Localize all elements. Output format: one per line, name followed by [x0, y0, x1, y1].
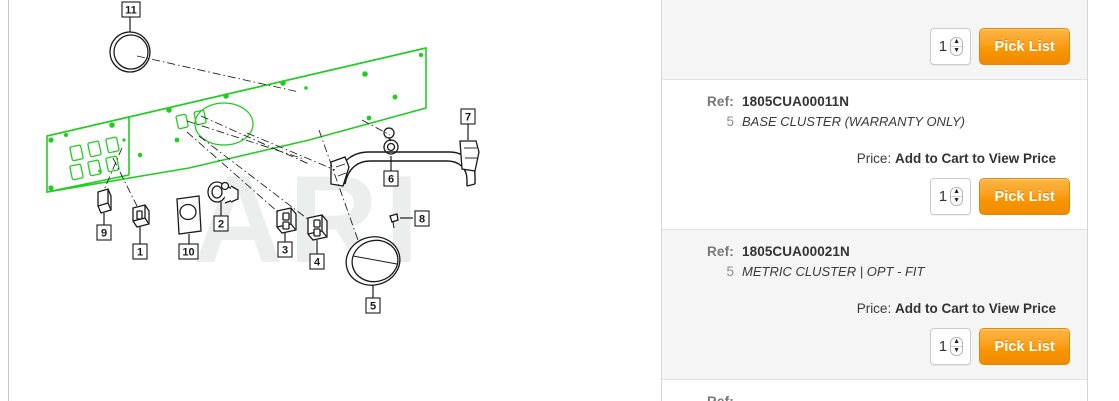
ref-number: 5 [726, 264, 734, 279]
callout-11: 11 [121, 1, 141, 18]
highlight-dash-panel-holes [69, 102, 254, 181]
svg-text:11: 11 [125, 5, 137, 17]
callout-boxes: 11 9 1 10 2 3 4 5 6 7 8 [96, 1, 476, 314]
price-line: Price: Add to Cart to View Price [678, 151, 1071, 167]
stepper-arrows[interactable]: ▲ ▼ [950, 187, 964, 206]
stepper-arrows[interactable]: ▲ ▼ [950, 37, 964, 56]
svg-text:5: 5 [370, 301, 376, 313]
pick-list-button[interactable]: Pick List [979, 328, 1070, 365]
price-label: Price: [856, 301, 892, 316]
svg-text:9: 9 [101, 228, 107, 240]
quantity-value[interactable]: 1 [938, 337, 948, 355]
action-line: 1 ▲ ▼ Pick List [678, 28, 1071, 65]
diagram-components [97, 31, 480, 286]
price-line [678, 1, 1071, 17]
quantity-stepper[interactable]: 1 ▲ ▼ [930, 328, 972, 365]
chevron-up-icon[interactable]: ▲ [951, 38, 963, 47]
chevron-down-icon[interactable]: ▼ [953, 197, 961, 205]
svg-text:6: 6 [388, 174, 394, 186]
chevron-up-icon[interactable]: ▲ [951, 188, 963, 197]
quantity-stepper[interactable]: 1 ▲ ▼ [930, 28, 972, 65]
action-line: 1 ▲ ▼ Pick List [678, 178, 1071, 215]
svg-text:10: 10 [182, 247, 194, 259]
ref-label: Ref: [678, 392, 734, 401]
chevron-down-icon[interactable]: ▼ [953, 47, 961, 55]
stepper-arrows[interactable]: ▲ ▼ [950, 337, 964, 356]
quantity-value[interactable]: 1 [938, 37, 948, 55]
price-value: Add to Cart to View Price [894, 151, 1056, 166]
parts-diagram[interactable]: ARI [9, 0, 648, 401]
callout-3: 3 [277, 241, 293, 258]
svg-text:8: 8 [419, 214, 425, 226]
chevron-up-icon[interactable]: ▲ [951, 338, 963, 347]
parts-list-panel[interactable]: 1 ▲ ▼ Pick List Ref: 1805CUA00011N 5 BAS… [661, 0, 1088, 401]
ref-label: Ref: [706, 244, 734, 259]
part-row[interactable]: Ref: 1805CUA00011N 5 BASE CLUSTER (WARRA… [662, 80, 1087, 230]
callout-1: 1 [132, 243, 148, 260]
callout-2: 2 [213, 215, 229, 232]
callout-7: 7 [460, 108, 476, 125]
price-line: Price: Add to Cart to View Price [678, 301, 1071, 317]
action-line: 1 ▲ ▼ Pick List [678, 328, 1071, 365]
part-description: BASE CLUSTER (WARRANTY ONLY) [742, 114, 965, 129]
ref-label: Ref: [706, 94, 734, 109]
part-row[interactable]: 1 ▲ ▼ Pick List [662, 0, 1087, 80]
callout-10: 10 [178, 243, 199, 260]
callout-5: 5 [365, 297, 381, 314]
pick-list-button[interactable]: Pick List [979, 178, 1070, 215]
callout-4: 4 [309, 253, 325, 270]
parts-diagram-panel[interactable]: ARI [8, 0, 648, 401]
price-label: Price: [856, 151, 892, 166]
svg-text:4: 4 [314, 257, 321, 269]
chevron-down-icon[interactable]: ▼ [953, 347, 961, 355]
callout-9: 9 [96, 224, 112, 241]
highlight-dash-panel [46, 46, 427, 193]
part-description: METRIC CLUSTER | OPT - FIT [742, 264, 925, 279]
svg-text:7: 7 [465, 112, 471, 124]
highlight-dash-panel-dots [48, 52, 424, 191]
callout-8: 8 [414, 210, 430, 227]
part-number: 1805CUA00011N [742, 94, 850, 109]
svg-text:3: 3 [282, 245, 288, 257]
svg-text:1: 1 [137, 247, 143, 259]
callout-6: 6 [383, 170, 399, 187]
svg-text:2: 2 [218, 219, 224, 231]
leader-lines [103, 55, 391, 244]
ref-number: 5 [726, 114, 734, 129]
callout-stems [103, 16, 469, 298]
part-row[interactable]: Ref: [662, 380, 1087, 401]
quantity-stepper[interactable]: 1 ▲ ▼ [930, 178, 972, 215]
quantity-value[interactable]: 1 [938, 187, 948, 205]
part-row[interactable]: Ref: 1805CUA00021N 5 METRIC CLUSTER | OP… [662, 230, 1087, 380]
price-value: Add to Cart to View Price [894, 301, 1056, 316]
part-number: 1805CUA00021N [742, 244, 850, 259]
pick-list-button[interactable]: Pick List [979, 28, 1070, 65]
part-number [742, 392, 1071, 401]
